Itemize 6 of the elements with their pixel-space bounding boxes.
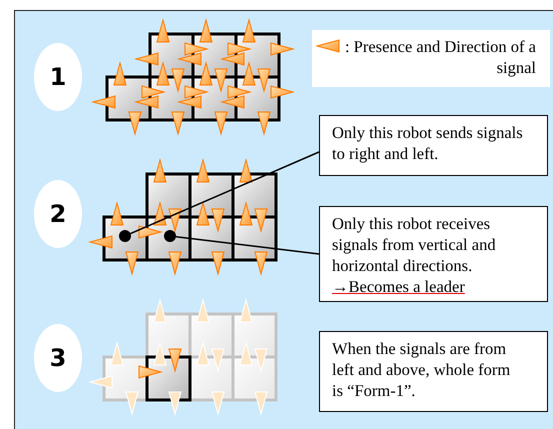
callout-text: Only this robot receives signals from vertical and horizontal directions. <box>332 213 497 276</box>
callout-note: →Becomes a leader <box>332 276 465 297</box>
leader-line <box>176 236 320 255</box>
legend-text: : Presence and Direction of a signal <box>344 36 536 78</box>
callout-text: Only this robot sends signals to right and left. <box>332 122 523 164</box>
callout-text: When the signals are from left and above, whole form is “Form-1”. <box>332 338 512 401</box>
